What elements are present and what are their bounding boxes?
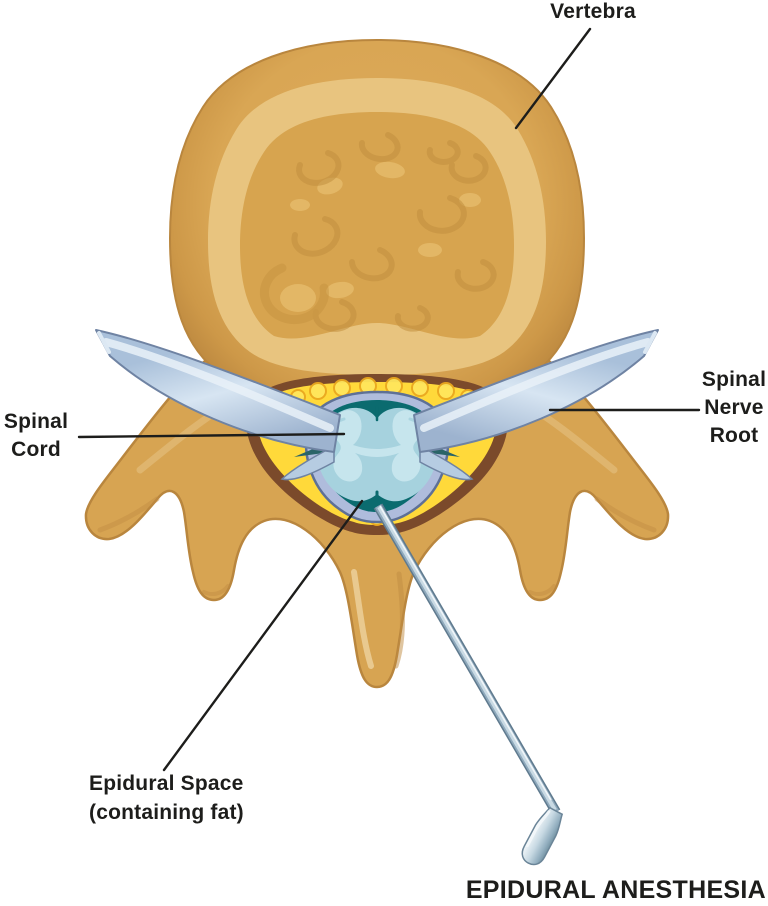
nerve-root-highlight-left [102, 338, 334, 432]
nerve-rootlet-left [280, 444, 335, 481]
diagram-title: EPIDURAL ANESTHESIA [465, 876, 766, 904]
needle-hub [521, 806, 564, 866]
epidural-needle [373, 503, 564, 866]
label-vertebra: Vertebra [550, 0, 636, 23]
needle-shaft-highlight [379, 505, 552, 801]
nerve-root-cut-face-right [643, 331, 657, 354]
nerve-root-cut-face-left [97, 331, 111, 354]
nerve-rootlet-right [419, 444, 474, 481]
epidural-space-leader-line [162, 499, 364, 772]
label-spinal-nerve-root: Spinal Nerve Root [701, 368, 767, 447]
trabecular-bone-texture [259, 132, 497, 332]
vertebral-body [168, 38, 586, 405]
label-spinal-cord: Spinal Cord [3, 410, 69, 461]
vertebra-leader-line [514, 27, 592, 130]
needle-shaft-core [377, 505, 557, 812]
nerve-root-highlight-right [420, 338, 652, 432]
body-trabecular-field [240, 112, 514, 339]
spinal-cord-leader-line [77, 432, 346, 439]
gray-matter-butterfly [332, 410, 422, 482]
label-epidural-space: Epidural Space (containing fat) [89, 772, 244, 824]
leader-lines [77, 27, 701, 772]
spinal-nerve-root-right [413, 329, 659, 481]
